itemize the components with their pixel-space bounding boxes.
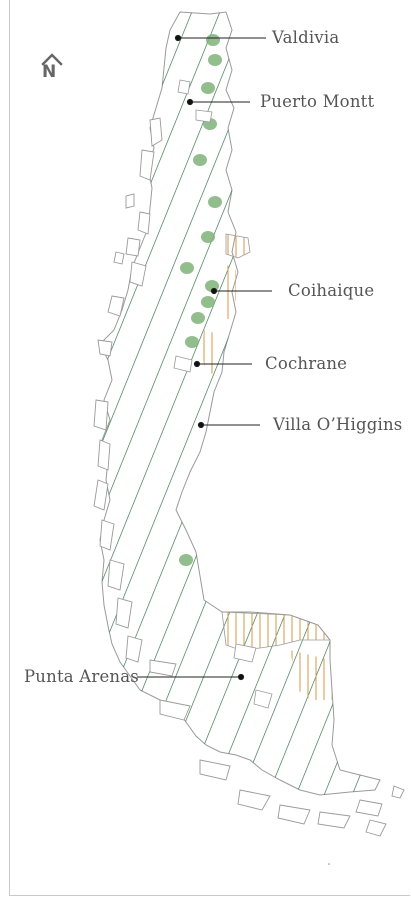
map-speck	[328, 863, 330, 865]
city-markers	[137, 34, 272, 681]
city-label-punta-arenas[interactable]: Punta Arenas	[24, 667, 139, 686]
fjord-islands	[93, 117, 405, 837]
map-frame	[9, 0, 410, 896]
city-label-coihaique[interactable]: Coihaique	[288, 281, 375, 300]
city-label-villa-ohiggins[interactable]: Villa O’Higgins	[273, 415, 403, 434]
land-mass	[99, 11, 381, 796]
city-label-cochrane[interactable]: Cochrane	[265, 354, 348, 373]
steppe-areas	[202, 233, 332, 700]
city-label-valdivia[interactable]: Valdivia	[272, 28, 340, 47]
city-label-puerto-montt[interactable]: Puerto Montt	[260, 92, 375, 111]
lakes	[173, 79, 273, 709]
forest-patches	[179, 34, 222, 566]
north-label: N	[42, 62, 57, 82]
north-arrow-icon	[41, 53, 63, 66]
